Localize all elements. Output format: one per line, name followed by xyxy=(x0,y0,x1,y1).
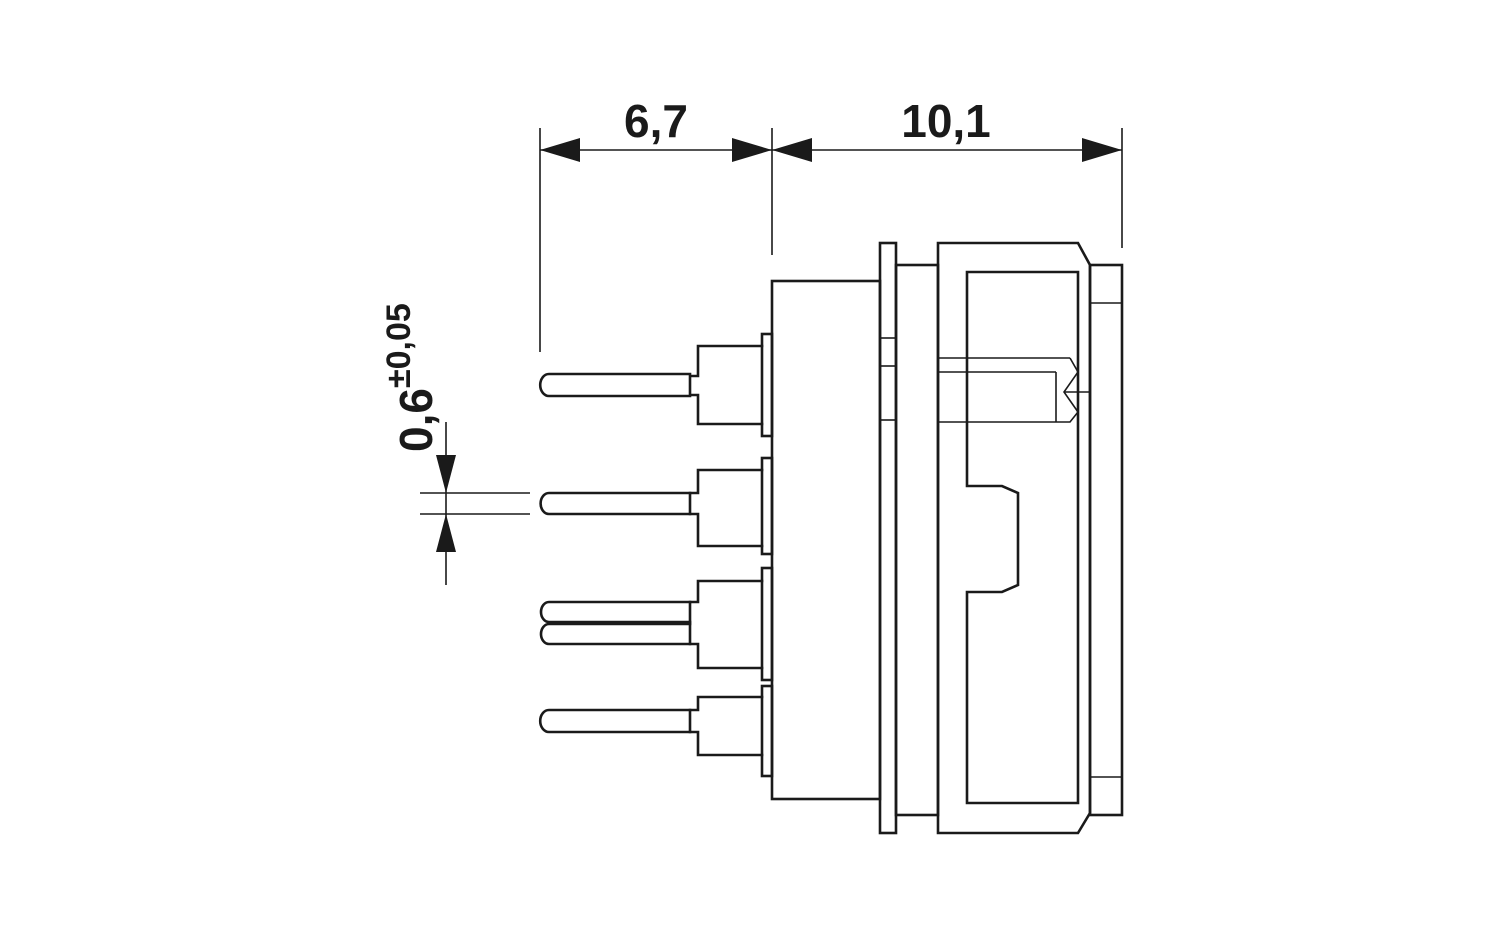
pin-4 xyxy=(538,695,764,757)
dimension-label-pin-diameter: 0,6±0,05 xyxy=(380,303,442,452)
rear-insulator xyxy=(770,279,882,801)
dimension-pin-length: 6,7 xyxy=(539,95,773,352)
pin-shaft xyxy=(539,491,692,516)
front-housing xyxy=(936,241,1092,835)
arrow-left xyxy=(540,138,580,162)
mounting-flange xyxy=(878,241,898,835)
inner-cavity xyxy=(965,270,1080,805)
pin-shaft xyxy=(538,372,692,398)
pin-shaft xyxy=(538,708,692,734)
arrow-down xyxy=(436,455,456,493)
arrow-left xyxy=(772,138,812,162)
connector-body xyxy=(770,241,1124,835)
pin-shaft xyxy=(539,622,692,646)
front-shroud xyxy=(1088,263,1124,817)
pin-collar xyxy=(688,468,764,548)
arrow-right xyxy=(1082,138,1122,162)
pin-2 xyxy=(539,468,764,548)
dimension-pin-diameter: 0,6±0,05 xyxy=(380,303,530,585)
arrow-up xyxy=(436,514,456,552)
dimension-label-body-length: 10,1 xyxy=(901,95,991,147)
pin-shaft xyxy=(539,600,692,624)
pin-3 xyxy=(539,579,764,670)
pin-1 xyxy=(538,344,764,426)
dimension-value: 0,6 xyxy=(390,388,442,452)
flange-step xyxy=(894,263,940,817)
pin-collar xyxy=(688,344,764,426)
dimension-label-pin-length: 6,7 xyxy=(624,95,688,147)
pin-standoff xyxy=(760,566,774,682)
key-detail xyxy=(1056,357,1079,423)
pin-collar xyxy=(688,695,764,757)
dimension-body-length: 10,1 xyxy=(772,95,1123,248)
pin-standoff xyxy=(760,456,774,556)
arrow-right xyxy=(732,138,772,162)
pin-collar xyxy=(688,579,764,670)
pin-standoff xyxy=(760,332,774,438)
pin-standoff xyxy=(760,684,774,778)
dimension-tolerance: ±0,05 xyxy=(380,303,418,388)
contact-pins xyxy=(538,332,774,778)
